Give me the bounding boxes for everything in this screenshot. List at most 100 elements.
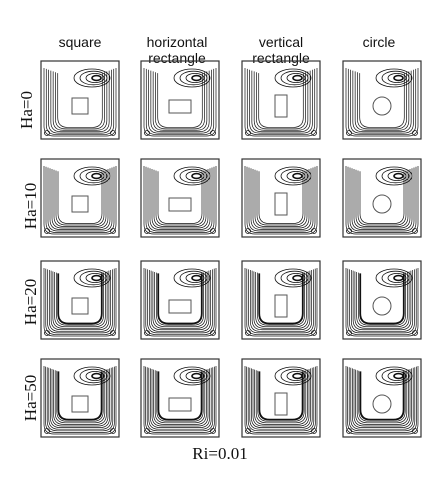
- streamline: [52, 271, 108, 329]
- streamline: [246, 268, 316, 335]
- streamline: [347, 68, 417, 135]
- streamline: [359, 73, 405, 128]
- streamline: [48, 69, 112, 134]
- streamline: [43, 268, 117, 337]
- streamline: [352, 368, 412, 428]
- streamline: [359, 171, 405, 224]
- cavity-frame: [342, 358, 422, 438]
- panel-circle-row-3: [342, 358, 422, 438]
- cavity-frame: [342, 60, 422, 140]
- streamline: [252, 369, 310, 427]
- vortex-streamline: [292, 172, 303, 180]
- streamline: [152, 71, 208, 131]
- streamline-plot: [140, 158, 220, 238]
- vortex-streamline: [91, 372, 102, 380]
- streamline: [49, 168, 111, 230]
- vortex-streamline: [280, 70, 309, 86]
- vortex-streamline: [79, 270, 108, 286]
- vortex-streamline: [185, 72, 205, 83]
- streamline: [143, 268, 217, 337]
- corner-eddy: [311, 428, 317, 434]
- corner-eddy: [210, 228, 216, 234]
- streamline: [55, 170, 105, 226]
- cavity-frame: [140, 60, 220, 140]
- streamline: [156, 272, 204, 326]
- streamline: [258, 171, 304, 224]
- vortex-streamline: [381, 70, 410, 86]
- streamline-plot: [342, 158, 422, 238]
- streamline: [157, 171, 203, 224]
- vortex-streamline: [387, 272, 407, 283]
- streamline: [251, 368, 311, 428]
- streamline: [255, 370, 307, 424]
- vortex-streamline: [191, 372, 202, 380]
- cavity-frame: [241, 260, 321, 340]
- streamline: [350, 367, 414, 430]
- vortex-streamline: [280, 270, 309, 286]
- cavity-frame: [40, 260, 120, 340]
- vortex-streamline: [274, 366, 312, 386]
- corner-eddy: [44, 228, 50, 234]
- streamline: [50, 70, 110, 133]
- streamline: [254, 169, 308, 227]
- streamline: [155, 72, 205, 130]
- column-label-square: square: [58, 34, 102, 50]
- vortex-streamline: [274, 166, 312, 186]
- streamline: [47, 167, 113, 232]
- vortex-streamline: [286, 272, 306, 283]
- streamline: [355, 169, 409, 227]
- streamline: [50, 270, 110, 331]
- streamline: [255, 272, 307, 328]
- obstacle-square: [71, 395, 89, 413]
- corner-eddy: [210, 428, 216, 434]
- corner-eddy: [144, 428, 150, 434]
- streamline: [53, 169, 107, 227]
- vortex-streamline: [381, 368, 410, 384]
- streamline: [356, 370, 408, 424]
- corner-eddy: [412, 228, 418, 234]
- streamline: [48, 367, 112, 430]
- streamline: [357, 72, 407, 130]
- streamline: [354, 71, 410, 131]
- vortex-streamline: [79, 70, 108, 86]
- streamline: [352, 70, 412, 133]
- streamline: [349, 269, 415, 334]
- streamline: [151, 369, 209, 427]
- corner-eddy: [44, 428, 50, 434]
- vortex-streamline: [375, 366, 413, 386]
- panel-vertical-rectangle-row-0: [241, 60, 321, 140]
- vortex-streamline: [173, 166, 211, 186]
- vortex-streamline: [91, 74, 102, 82]
- corner-eddy: [110, 130, 116, 136]
- streamline: [143, 366, 217, 435]
- corner-eddy: [110, 228, 116, 234]
- streamline: [250, 168, 312, 230]
- streamline: [345, 68, 419, 137]
- corner-eddy: [346, 228, 352, 234]
- vortex-streamline: [387, 370, 407, 381]
- vortex-streamline: [179, 70, 208, 86]
- panel-vertical-rectangle-row-2: [241, 260, 321, 340]
- vortex-streamline: [179, 168, 208, 184]
- cavity-frame: [241, 358, 321, 438]
- panel-horizontal-rectangle-row-3: [140, 358, 220, 438]
- cavity-frame: [140, 260, 220, 340]
- streamline: [46, 367, 114, 432]
- streamline: [248, 269, 314, 334]
- richardson-number-label: Ri=0.01: [192, 444, 248, 463]
- streamline: [154, 370, 206, 424]
- cavity-frame: [342, 158, 422, 238]
- streamline: [358, 370, 406, 422]
- streamline: [256, 72, 306, 130]
- vortex-streamline: [375, 68, 413, 88]
- streamline: [57, 171, 103, 224]
- vortex-streamline: [286, 170, 306, 181]
- streamline: [350, 270, 414, 332]
- streamline: [347, 268, 417, 335]
- streamline: [253, 271, 309, 329]
- vortex-streamline: [381, 168, 410, 184]
- streamline: [156, 370, 204, 422]
- streamline: [43, 68, 117, 137]
- streamline: [248, 167, 314, 232]
- vortex-streamline: [173, 68, 211, 88]
